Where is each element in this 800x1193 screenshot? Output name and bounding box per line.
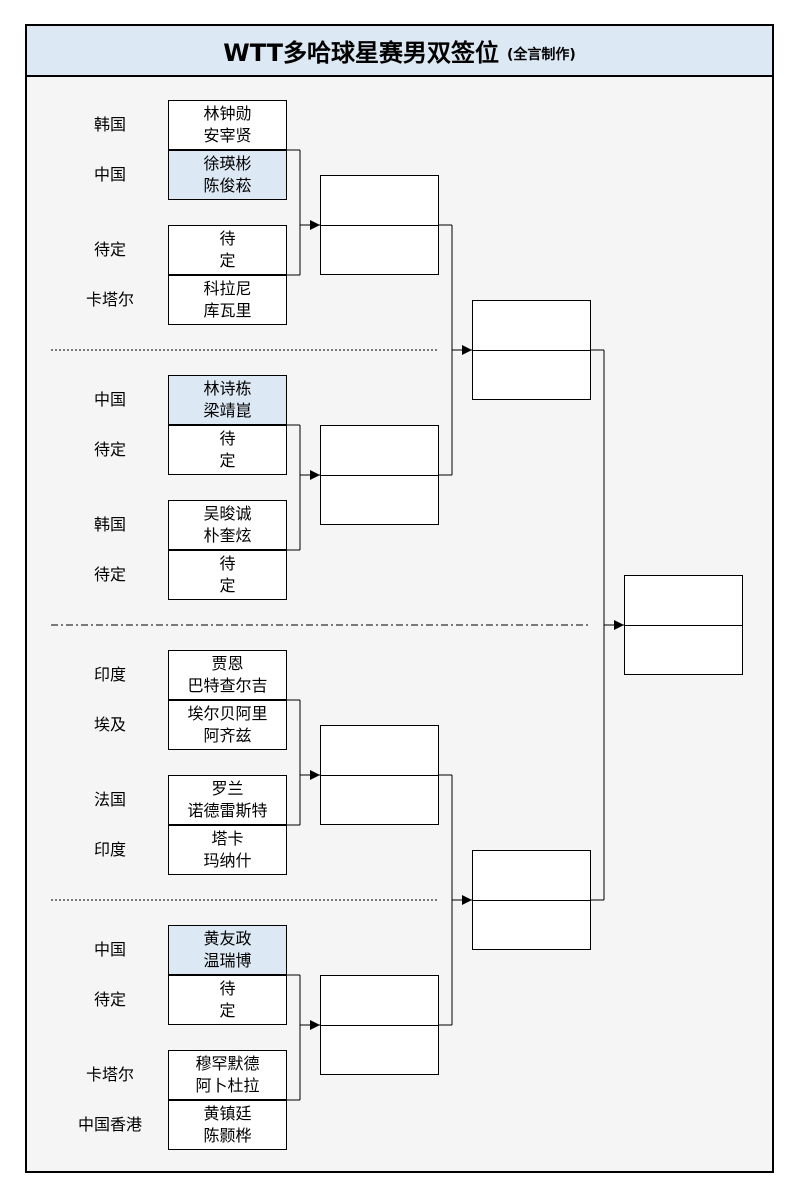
country-label: 韩国 [93,115,126,134]
player-name: 玛纳什 [203,851,252,870]
player-name: 朴奎炫 [203,526,252,545]
title-bar: WTT多哈球星赛男双签位 (全言制作) [27,26,772,77]
player-name: 库瓦里 [203,301,252,320]
player-name: 罗兰 [211,779,244,798]
player-pair-box: 埃尔贝阿里阿齐兹 [168,700,287,750]
arrow-icon [310,1020,320,1030]
result-box-divider [321,775,438,776]
result-box-divider [321,1025,438,1026]
page-title: WTT多哈球星赛男双签位 [223,39,499,67]
player-name: 巴特查尔吉 [187,676,268,695]
player-pair-box: 徐瑛彬陈俊菘 [168,150,287,200]
player-name: 阿卜杜拉 [195,1076,260,1095]
result-box-divider [321,225,438,226]
arrow-icon [310,770,320,780]
result-box-divider [473,350,590,351]
player-name: 诺德雷斯特 [187,801,268,820]
country-label: 中国 [93,940,126,959]
player-name: 温瑞博 [203,951,252,970]
player-name: 科拉尼 [203,279,252,298]
country-label: 卡塔尔 [85,290,134,309]
country-label: 埃及 [93,715,126,734]
player-name: 黄镇廷 [203,1104,252,1123]
quarterfinal-box [320,425,439,525]
player-pair-box: 塔卡玛纳什 [168,825,287,875]
country-label: 待定 [93,440,126,459]
player-name: 梁靖崑 [203,401,252,420]
player-name: 吴晙诚 [203,504,252,523]
arrow-icon [462,895,472,905]
player-pair-box: 黄镇廷陈颢桦 [168,1100,287,1150]
country-label: 中国 [93,390,126,409]
player-pair-box: 待定 [168,425,287,475]
country-label: 中国 [93,165,126,184]
player-name: 塔卡 [211,829,244,848]
player-pair-box: 贾恩巴特查尔吉 [168,650,287,700]
player-name: 林钟勋 [203,104,252,123]
country-label: 韩国 [93,515,126,534]
player-name: 待 [219,229,236,248]
country-label: 待定 [93,990,126,1009]
arrow-icon [462,345,472,355]
arrow-icon [310,470,320,480]
country-label: 中国香港 [77,1115,142,1134]
country-label: 印度 [93,840,126,859]
country-label: 待定 [93,565,126,584]
quarterfinal-box [320,175,439,275]
player-name: 定 [219,451,236,470]
semifinal-box [472,850,591,950]
country-label: 待定 [93,240,126,259]
player-name: 定 [219,576,236,595]
player-name: 待 [219,979,236,998]
player-name: 贾恩 [211,654,244,673]
arrow-icon [310,220,320,230]
quarterfinal-box [320,725,439,825]
player-pair-box: 待定 [168,975,287,1025]
player-name: 定 [219,1001,236,1020]
semifinal-box [472,300,591,400]
result-box-divider [321,475,438,476]
player-name: 阿齐兹 [203,726,252,745]
country-label: 印度 [93,665,126,684]
player-pair-box: 林钟勋安宰贤 [168,100,287,150]
player-name: 穆罕默德 [195,1054,260,1073]
final-box [624,575,743,675]
player-pair-box: 待定 [168,550,287,600]
arrow-icon [614,620,624,630]
player-pair-box: 穆罕默德阿卜杜拉 [168,1050,287,1100]
player-name: 定 [219,251,236,270]
player-name: 安宰贤 [203,126,252,145]
player-pair-box: 科拉尼库瓦里 [168,275,287,325]
player-name: 陈俊菘 [203,176,252,195]
player-name: 待 [219,429,236,448]
player-name: 埃尔贝阿里 [187,704,268,723]
page-subtitle: (全言制作) [506,46,576,63]
player-name: 林诗栋 [203,379,252,398]
player-pair-box: 罗兰诺德雷斯特 [168,775,287,825]
country-label: 法国 [93,790,126,809]
player-pair-box: 待定 [168,225,287,275]
result-box-divider [625,625,742,626]
player-pair-box: 林诗栋梁靖崑 [168,375,287,425]
player-name: 陈颢桦 [203,1126,252,1145]
player-name: 黄友政 [203,929,252,948]
country-label: 卡塔尔 [85,1065,134,1084]
player-pair-box: 黄友政温瑞博 [168,925,287,975]
quarterfinal-box [320,975,439,1075]
player-pair-box: 吴晙诚朴奎炫 [168,500,287,550]
player-name: 待 [219,554,236,573]
result-box-divider [473,900,590,901]
player-name: 徐瑛彬 [203,154,252,173]
